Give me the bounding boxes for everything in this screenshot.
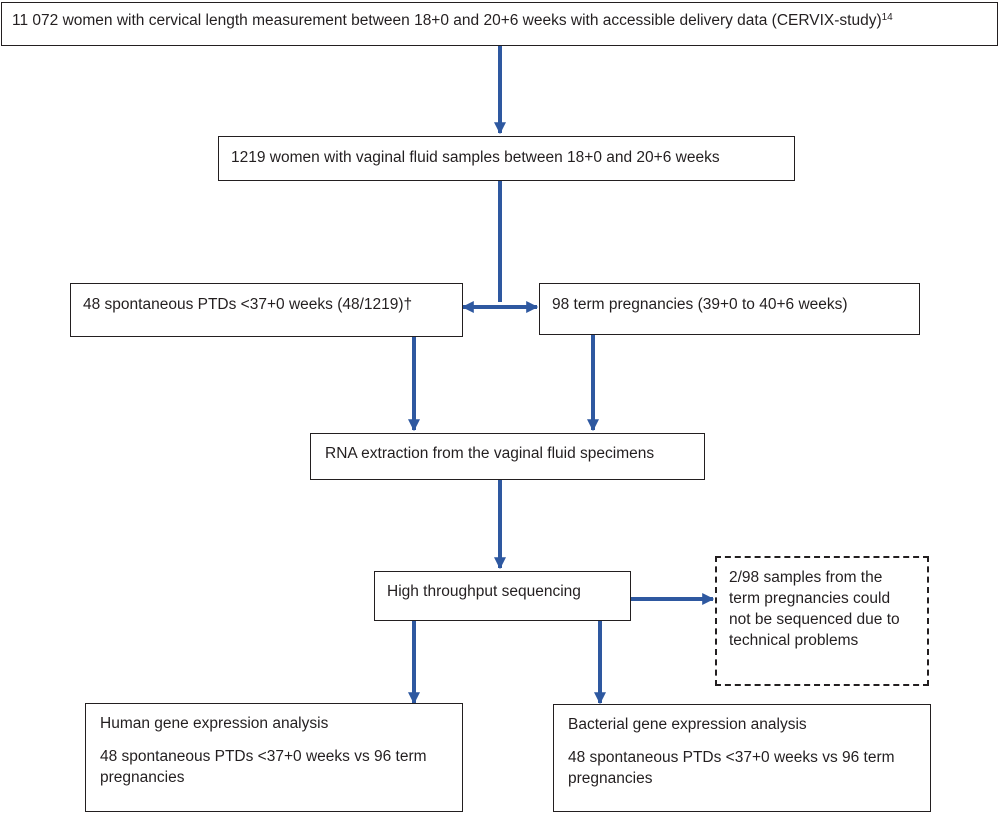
- box-ptd-text: 48 spontaneous PTDs <37+0 weeks (48/1219…: [83, 296, 413, 313]
- box-excluded-samples-text: 2/98 samples from the term pregnancies c…: [729, 569, 900, 649]
- box-human-analysis: Human gene expression analysis 48 sponta…: [85, 703, 463, 812]
- box-cohort-text: 11 072 women with cervical length measur…: [12, 12, 893, 29]
- box-term-text: 98 term pregnancies (39+0 to 40+6 weeks): [552, 296, 848, 313]
- box-sequencing-text: High throughput sequencing: [387, 583, 581, 600]
- box-sequencing: High throughput sequencing: [374, 571, 631, 621]
- box-human-analysis-text: 48 spontaneous PTDs <37+0 weeks vs 96 te…: [100, 748, 427, 786]
- box-ptd: 48 spontaneous PTDs <37+0 weeks (48/1219…: [70, 283, 463, 337]
- box-rna-extraction-text: RNA extraction from the vaginal fluid sp…: [325, 445, 655, 462]
- box-bacterial-analysis-text: 48 spontaneous PTDs <37+0 weeks vs 96 te…: [568, 749, 895, 787]
- box-human-analysis-title: Human gene expression analysis: [100, 715, 329, 732]
- box-excluded-samples: 2/98 samples from the term pregnancies c…: [715, 556, 929, 686]
- box-cohort: 11 072 women with cervical length measur…: [1, 2, 998, 46]
- box-vaginal-samples-text: 1219 women with vaginal fluid samples be…: [231, 149, 720, 166]
- box-rna-extraction: RNA extraction from the vaginal fluid sp…: [310, 433, 705, 480]
- box-bacterial-analysis-title: Bacterial gene expression analysis: [568, 716, 807, 733]
- box-bacterial-analysis: Bacterial gene expression analysis 48 sp…: [553, 704, 931, 812]
- box-term: 98 term pregnancies (39+0 to 40+6 weeks): [539, 283, 920, 335]
- box-vaginal-samples: 1219 women with vaginal fluid samples be…: [218, 136, 795, 181]
